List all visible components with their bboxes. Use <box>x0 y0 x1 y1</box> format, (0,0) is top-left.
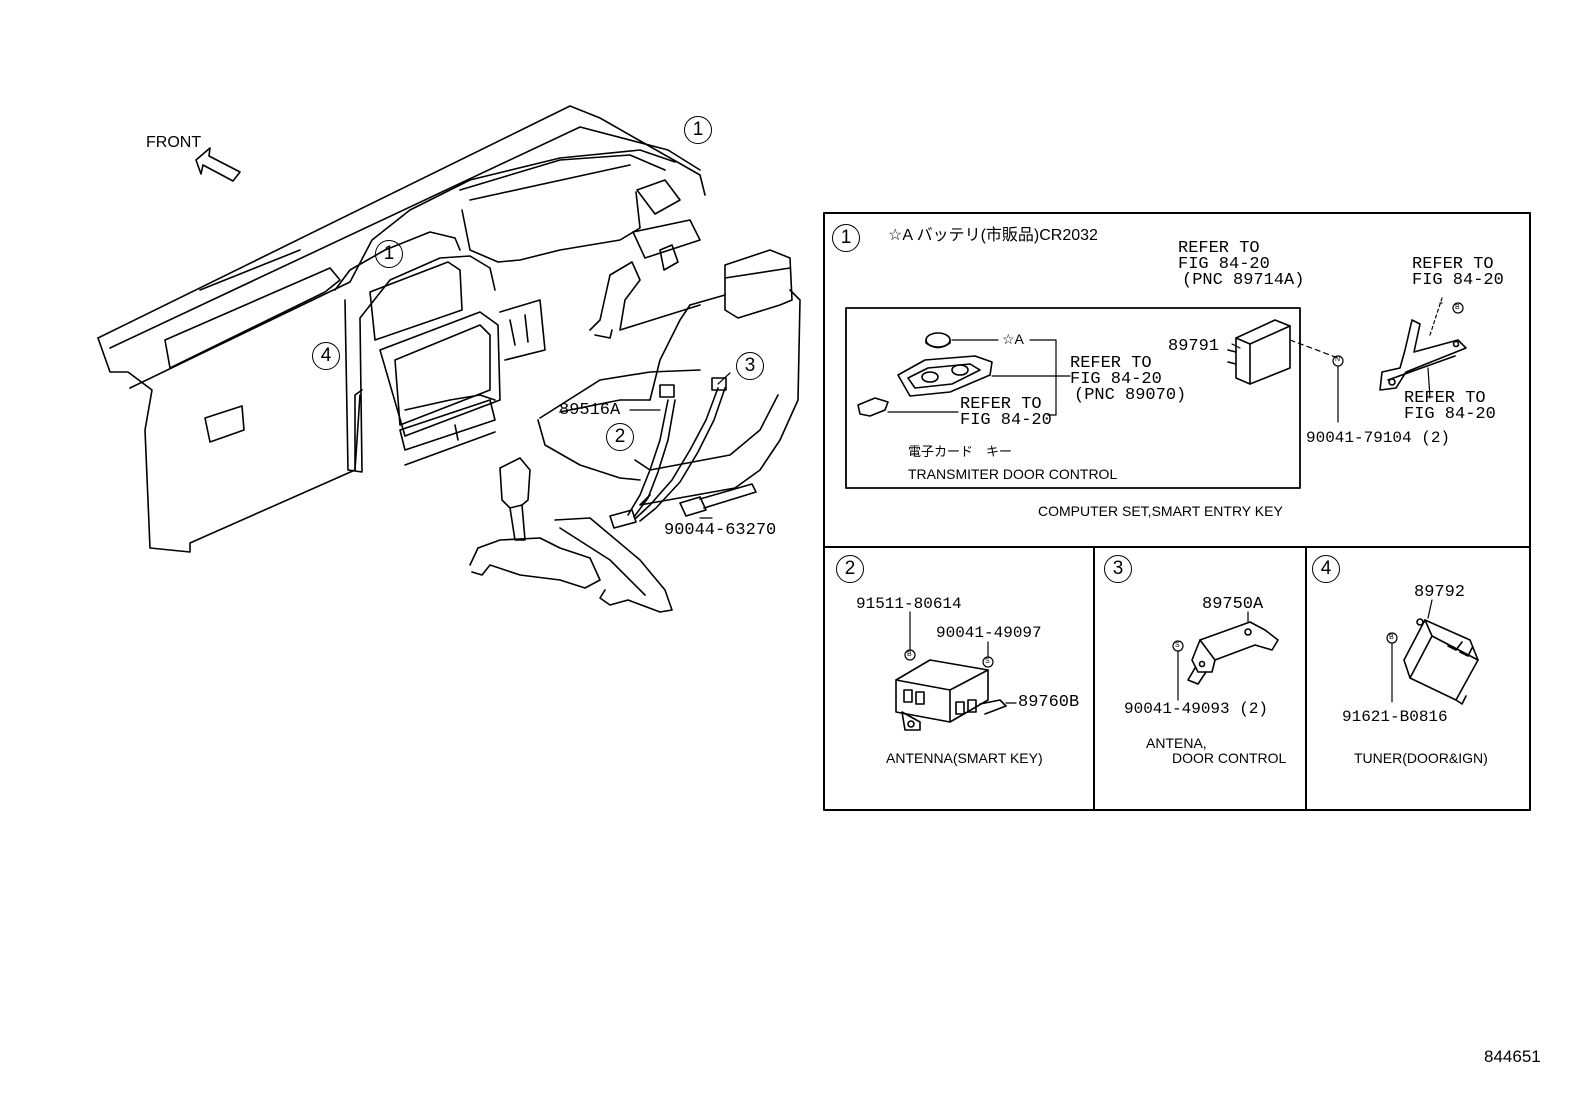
computer-unit-89791-icon <box>1227 319 1291 385</box>
panel3-leaders <box>1172 611 1249 701</box>
mechanical-key-icon <box>857 397 889 417</box>
panel2-leaders <box>904 611 1017 704</box>
callout-1-top: 1 <box>684 116 712 144</box>
panel4-number: 4 <box>1312 555 1340 583</box>
refer-right-low-line1: REFER TO <box>1404 389 1486 408</box>
battery-note: ☆A バッテリ(市販品)CR2032 <box>888 227 1098 244</box>
transmitter-subframe <box>845 307 1301 489</box>
tuner-89792-icon <box>1403 618 1479 705</box>
marker-b2-text: B <box>907 651 912 658</box>
part-90041-49097: 90041-49097 <box>936 624 1042 642</box>
panel4-caption: TUNER(DOOR&IGN) <box>1354 750 1488 766</box>
screw-leader-dashed <box>1289 339 1339 359</box>
figure-number: 844651 <box>1484 1047 1541 1066</box>
panel1-number: 1 <box>832 224 860 252</box>
marker-b4-text: B <box>1389 634 1394 641</box>
key-fob-icon <box>897 355 993 397</box>
refer-mid-line3: (PNC 89070) <box>1074 386 1187 405</box>
marker-s3-text: S <box>1175 642 1180 649</box>
part-90041-49093: 90041-49093 (2) <box>1124 700 1269 718</box>
bracket-icon <box>1379 319 1467 391</box>
refer-right-low-line2: FIG 84-20 <box>1404 405 1496 424</box>
part-89792: 89792 <box>1414 583 1466 602</box>
refer-right-line1: REFER TO <box>1412 255 1494 274</box>
callout-3: 3 <box>736 352 764 380</box>
transmitter-label: TRANSMITER DOOR CONTROL <box>908 466 1118 482</box>
star-a-label: ☆A <box>1002 331 1024 347</box>
panel2-number: 2 <box>836 555 864 583</box>
part-89760b: 89760B <box>1018 693 1080 712</box>
panel4-leaders <box>1386 599 1433 703</box>
front-arrow-icon <box>195 147 241 182</box>
shift-console-illustration <box>469 457 673 613</box>
panel1-caption: COMPUTER SET,SMART ENTRY KEY <box>1038 503 1283 519</box>
part-89516a: 89516A <box>559 401 621 420</box>
refer-key-line1: REFER TO <box>960 395 1042 414</box>
refer-right-line2: FIG 84-20 <box>1412 271 1504 290</box>
callout-1-mid: 1 <box>375 240 403 268</box>
jp-key-label: 電子カード キー <box>908 444 1013 459</box>
part-91511-80614: 91511-80614 <box>856 595 962 613</box>
seat-illustration <box>537 249 801 506</box>
wire-harness-illustration <box>609 377 757 529</box>
refer-top-line1: REFER TO <box>1178 239 1260 258</box>
key-battery-icon <box>925 332 951 349</box>
refer-top-line3: (PNC 89714A) <box>1182 271 1305 290</box>
panel3-caption-line1: ANTENA, <box>1146 735 1207 751</box>
marker-n-icon <box>1332 355 1344 367</box>
marker-b-text: B <box>1455 304 1460 311</box>
callout-2: 2 <box>606 423 634 451</box>
overview-leaders <box>629 372 731 519</box>
part-91621-b0816: 91621-B0816 <box>1342 708 1448 726</box>
panel3-caption-line2: DOOR CONTROL <box>1172 750 1287 766</box>
panel2-caption: ANTENNA(SMART KEY) <box>886 750 1043 766</box>
refer-mid-line1: REFER TO <box>1070 354 1152 373</box>
part-89791: 89791 <box>1168 337 1220 356</box>
antenna-89750a-icon <box>1187 621 1279 685</box>
panel3-number: 3 <box>1104 555 1132 583</box>
refer-top-line2: FIG 84-20 <box>1178 255 1270 274</box>
front-label: FRONT <box>146 134 202 151</box>
callout-4: 4 <box>312 342 340 370</box>
marker-s2-text: S <box>985 658 990 665</box>
refer-mid-line2: FIG 84-20 <box>1070 370 1162 389</box>
panel-frames <box>823 212 1531 811</box>
part-90041-79104: 90041-79104 (2) <box>1306 429 1451 447</box>
part-89750a: 89750A <box>1202 595 1264 614</box>
refer-key-line2: FIG 84-20 <box>960 411 1052 430</box>
antenna-89760b-icon <box>895 659 1007 731</box>
bracket-leaders <box>1427 297 1464 399</box>
part-90044-63270: 90044-63270 <box>664 521 777 540</box>
dashboard-illustration <box>97 105 706 553</box>
marker-n-text: N <box>1335 356 1341 363</box>
